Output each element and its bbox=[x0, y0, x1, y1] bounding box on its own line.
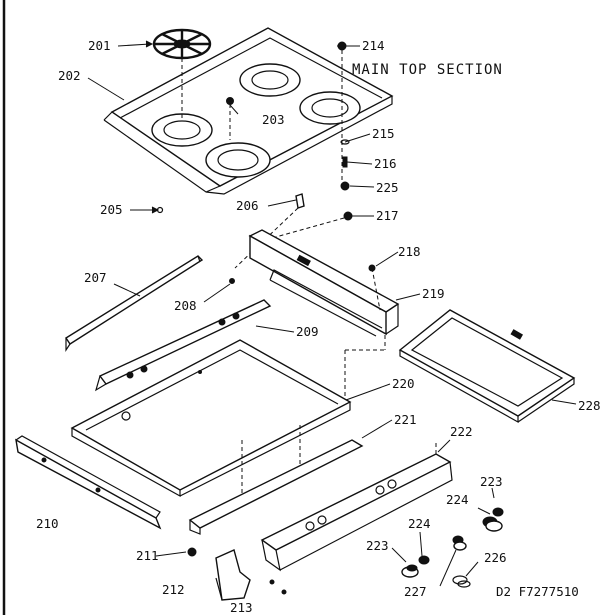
label-214: 214 bbox=[362, 38, 385, 53]
spacer-216 bbox=[342, 156, 348, 168]
nut-225 bbox=[340, 181, 350, 191]
screw-218 bbox=[368, 264, 376, 272]
screw-208 bbox=[229, 278, 235, 284]
label-219: 219 bbox=[422, 286, 445, 301]
screw-213 bbox=[269, 579, 275, 585]
label-226: 226 bbox=[484, 550, 507, 565]
label-222: 222 bbox=[450, 424, 473, 439]
label-224-left: 224 bbox=[408, 516, 431, 531]
knob-223-right bbox=[482, 516, 503, 532]
clip-206 bbox=[295, 193, 305, 209]
burner-bracket-209 bbox=[95, 299, 272, 392]
control-panel-222 bbox=[260, 440, 453, 572]
label-207: 207 bbox=[84, 270, 107, 285]
label-210: 210 bbox=[36, 516, 59, 531]
label-221: 221 bbox=[394, 412, 417, 427]
label-223-right: 223 bbox=[480, 474, 503, 489]
label-218: 218 bbox=[398, 244, 421, 259]
burner-grate bbox=[152, 28, 212, 60]
label-201: 201 bbox=[88, 38, 111, 53]
screw-227 bbox=[281, 589, 287, 595]
trim-strip-207 bbox=[65, 255, 204, 352]
label-208: 208 bbox=[174, 298, 197, 313]
label-212: 212 bbox=[162, 582, 185, 597]
label-211: 211 bbox=[136, 548, 159, 563]
screw-203 bbox=[226, 97, 234, 105]
spring-226 bbox=[452, 575, 471, 588]
bracket-212 bbox=[215, 549, 251, 601]
knob-223-left bbox=[401, 564, 419, 578]
main-top-panel bbox=[103, 27, 394, 195]
washer-215 bbox=[340, 139, 350, 145]
knob-224-right bbox=[492, 507, 504, 517]
label-206: 206 bbox=[236, 198, 259, 213]
label-213: 213 bbox=[230, 600, 253, 615]
burner-box-220 bbox=[70, 339, 352, 498]
knob-224-left bbox=[418, 555, 430, 565]
drip-tray-228 bbox=[398, 309, 576, 424]
label-202: 202 bbox=[58, 68, 81, 83]
leader-lines bbox=[87, 40, 577, 587]
screw-211 bbox=[187, 547, 197, 557]
back-panel bbox=[248, 229, 400, 337]
diagram-title: MAIN TOP SECTION bbox=[352, 62, 503, 78]
label-215: 215 bbox=[372, 126, 395, 141]
label-217: 217 bbox=[376, 208, 399, 223]
front-strip-210 bbox=[15, 435, 162, 530]
footer-code: D2 F7277510 bbox=[496, 584, 579, 599]
lower-panel-221 bbox=[188, 439, 364, 535]
label-224-right: 224 bbox=[446, 492, 469, 507]
label-225: 225 bbox=[376, 180, 399, 195]
label-203: 203 bbox=[262, 112, 285, 127]
part-labels: 201 202 203 205 206 207 208 209 210 211 … bbox=[36, 38, 601, 615]
label-227: 227 bbox=[404, 584, 427, 599]
label-209: 209 bbox=[296, 324, 319, 339]
label-223-left: 223 bbox=[366, 538, 389, 553]
knob-227 bbox=[452, 535, 467, 551]
label-228: 228 bbox=[578, 398, 601, 413]
nut-217 bbox=[343, 211, 353, 221]
label-220: 220 bbox=[392, 376, 415, 391]
label-205: 205 bbox=[100, 202, 123, 217]
label-216: 216 bbox=[374, 156, 397, 171]
